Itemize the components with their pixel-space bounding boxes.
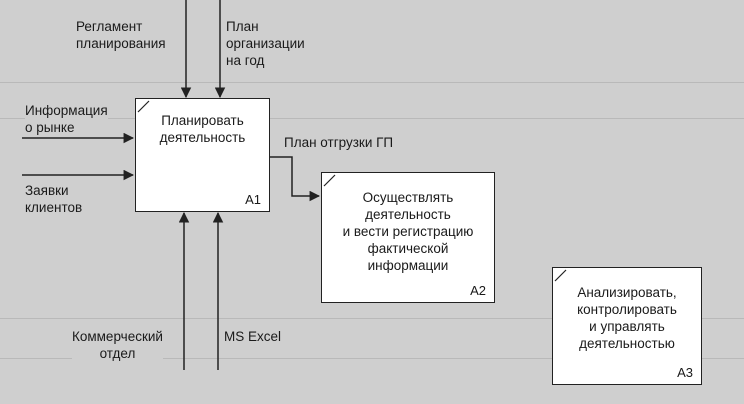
input-label: Информация о рынке (25, 102, 108, 136)
mechanism-label: Коммерческий отдел (72, 328, 163, 362)
activity-block-a1[interactable]: Планировать деятельность A1 (135, 98, 270, 212)
output-arrow (270, 156, 321, 202)
block-number: A1 (245, 192, 261, 207)
corner-mark-icon (323, 174, 336, 187)
activity-block-a2[interactable]: Осуществлять деятельность и вести регист… (321, 172, 495, 303)
block-label: Анализировать, контролировать и управлят… (577, 285, 677, 351)
output-label: План отгрузки ГП (284, 134, 394, 151)
input-label: Заявки клиентов (25, 182, 83, 216)
background-rule (0, 358, 744, 359)
block-label: Планировать деятельность (159, 113, 246, 145)
activity-block-a3[interactable]: Анализировать, контролировать и управлят… (552, 267, 702, 385)
block-number: A3 (677, 365, 693, 380)
block-label: Осуществлять деятельность и вести регист… (342, 190, 474, 273)
block-number: A2 (470, 283, 486, 298)
mechanism-label: MS Excel (224, 328, 282, 345)
background-rule (0, 118, 744, 119)
control-label: Регламент планирования (76, 18, 166, 52)
background-rule (0, 318, 744, 319)
corner-mark-icon (554, 269, 567, 282)
control-label: План организации на год (226, 18, 305, 69)
background-rule (0, 82, 744, 83)
corner-mark-icon (137, 100, 150, 113)
